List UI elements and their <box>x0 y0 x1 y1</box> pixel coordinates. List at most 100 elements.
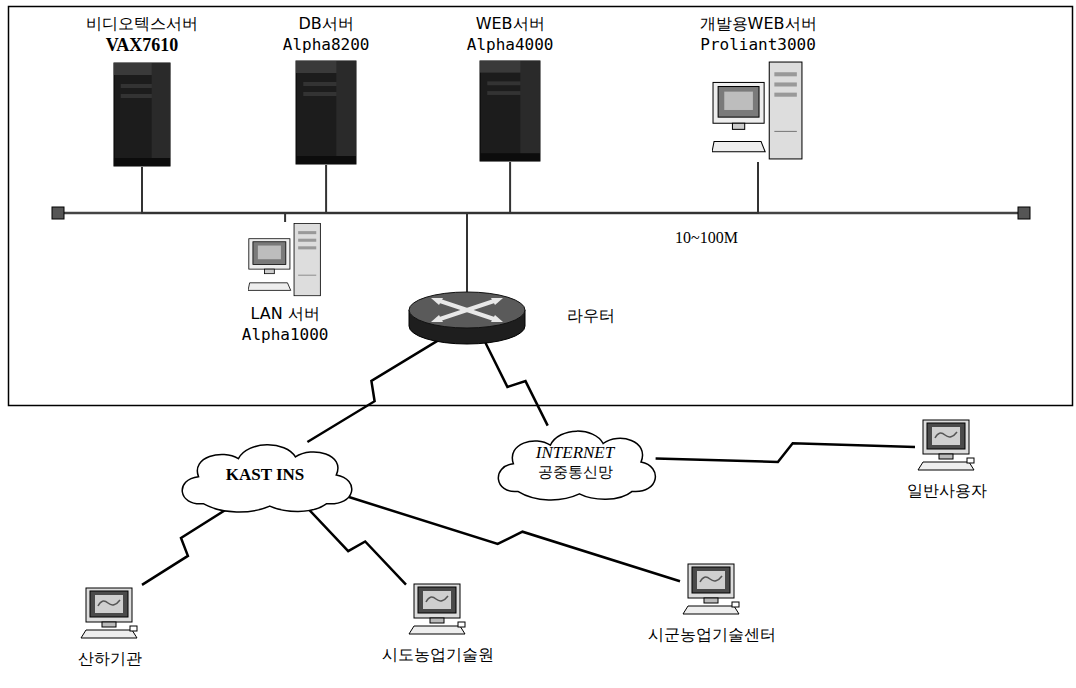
server-node: 비디오텍스서버VAX7610 <box>84 14 200 167</box>
icon-holder <box>712 60 804 162</box>
client-node-part <box>939 454 953 459</box>
client-node-part <box>935 432 957 438</box>
client-node-part <box>967 458 974 463</box>
client-node-part <box>423 591 451 609</box>
router-icon <box>407 290 527 346</box>
client-node-part <box>700 576 722 582</box>
server-node: WEB서버Alpha4000 <box>465 14 556 162</box>
icon-holder <box>113 62 171 167</box>
server-node-part <box>774 72 796 76</box>
node-subtitle: Alpha8200 <box>283 35 370 54</box>
server-node-part <box>253 242 286 265</box>
workstation-icon <box>712 60 804 162</box>
router-node-part <box>491 315 503 322</box>
node-title: KAST INS <box>226 465 305 485</box>
client-node-part <box>732 602 739 607</box>
server-node-part <box>712 142 765 152</box>
client-pc-icon <box>917 418 977 473</box>
node-title: 시군농업기술센터 <box>648 625 776 646</box>
client-node-part <box>697 571 725 589</box>
server-node-part <box>774 93 796 97</box>
server-node-part <box>265 269 275 274</box>
client-pc-icon <box>682 562 742 617</box>
tower-server-icon <box>295 60 357 165</box>
wan-link <box>142 509 227 585</box>
node-subtitle: 공중통신망 <box>538 463 613 482</box>
server-node-part <box>298 275 316 276</box>
bus-connector <box>467 162 758 293</box>
server-node-part <box>114 158 170 166</box>
wan-link <box>485 342 548 425</box>
server-node-part <box>480 153 540 161</box>
server-node-part <box>520 61 540 161</box>
icon-holder <box>682 562 742 617</box>
client-node-part <box>688 564 734 598</box>
bus-connector <box>467 162 510 293</box>
server-node-part <box>296 156 356 164</box>
node-title: 산하기관 <box>78 649 142 670</box>
client-node-part <box>409 626 465 634</box>
node-subtitle: VAX7610 <box>106 35 179 56</box>
router-node-part <box>437 300 497 320</box>
node-title: 비디오텍스서버 <box>86 14 198 35</box>
server-node-part <box>152 63 170 166</box>
client-node-part <box>923 420 969 454</box>
icon-holder <box>248 222 322 298</box>
server-node-part <box>298 246 316 249</box>
wan-link <box>307 340 438 442</box>
client-node: 산하기관 <box>76 586 144 670</box>
server-node-part <box>724 92 753 110</box>
server-node-part <box>294 224 320 296</box>
tower-server-icon <box>479 60 541 162</box>
client-node-part <box>918 462 974 470</box>
client-node-part <box>102 622 116 627</box>
client-node-part <box>81 630 137 638</box>
server-node: 개발용WEB서버Proliant3000 <box>698 14 819 162</box>
client-node: 일반사용자 <box>905 418 989 502</box>
node-title: 개발용WEB서버 <box>700 14 817 35</box>
node-title: 일반사용자 <box>907 481 987 502</box>
network-cloud-part <box>498 431 655 500</box>
node-title: DB서버 <box>298 14 353 35</box>
server-node-part <box>774 82 796 86</box>
client-node: 시도농업기술원 <box>380 582 496 666</box>
router-node-part <box>431 298 443 305</box>
client-node-part <box>430 618 444 623</box>
server-node-part <box>258 246 281 260</box>
client-node: 시군농업기술센터 <box>646 562 778 646</box>
node-title: 시도농업기술원 <box>382 645 494 666</box>
server-node: DB서버Alpha8200 <box>281 14 372 165</box>
network-cloud-part <box>182 445 352 512</box>
client-node-part <box>692 567 730 593</box>
node-title: 라우터 <box>567 306 615 327</box>
node-subtitle: Alpha1000 <box>242 325 329 344</box>
server-node-part <box>249 239 290 269</box>
client-node-part <box>418 587 456 613</box>
router-node-part <box>431 315 443 322</box>
client-node-part <box>458 622 465 627</box>
server-node: LAN 서버Alpha1000 <box>240 222 331 344</box>
server-node-part <box>296 61 356 164</box>
bus-connector <box>326 165 467 293</box>
icon-holder <box>295 60 357 165</box>
client-node-part <box>683 606 739 614</box>
client-node-part <box>414 584 460 618</box>
client-node-part <box>932 427 960 445</box>
node-subtitle: Proliant3000 <box>700 35 816 54</box>
client-pc-icon <box>408 582 468 637</box>
bus-terminator <box>1018 207 1030 219</box>
router-node-part <box>491 298 503 305</box>
node-title: INTERNET <box>536 443 614 463</box>
router-node-part <box>409 292 525 328</box>
server-node-part <box>480 61 540 161</box>
node-title: LAN 서버 <box>251 304 320 325</box>
server-node-part <box>713 82 764 123</box>
client-node-part <box>927 423 965 449</box>
server-node-part <box>732 123 744 129</box>
router-node: 라우터 <box>407 290 527 346</box>
server-node-part <box>769 62 802 159</box>
network-cloud: KAST INS <box>170 434 360 516</box>
icon-holder <box>917 418 977 473</box>
client-node-part <box>86 588 132 622</box>
